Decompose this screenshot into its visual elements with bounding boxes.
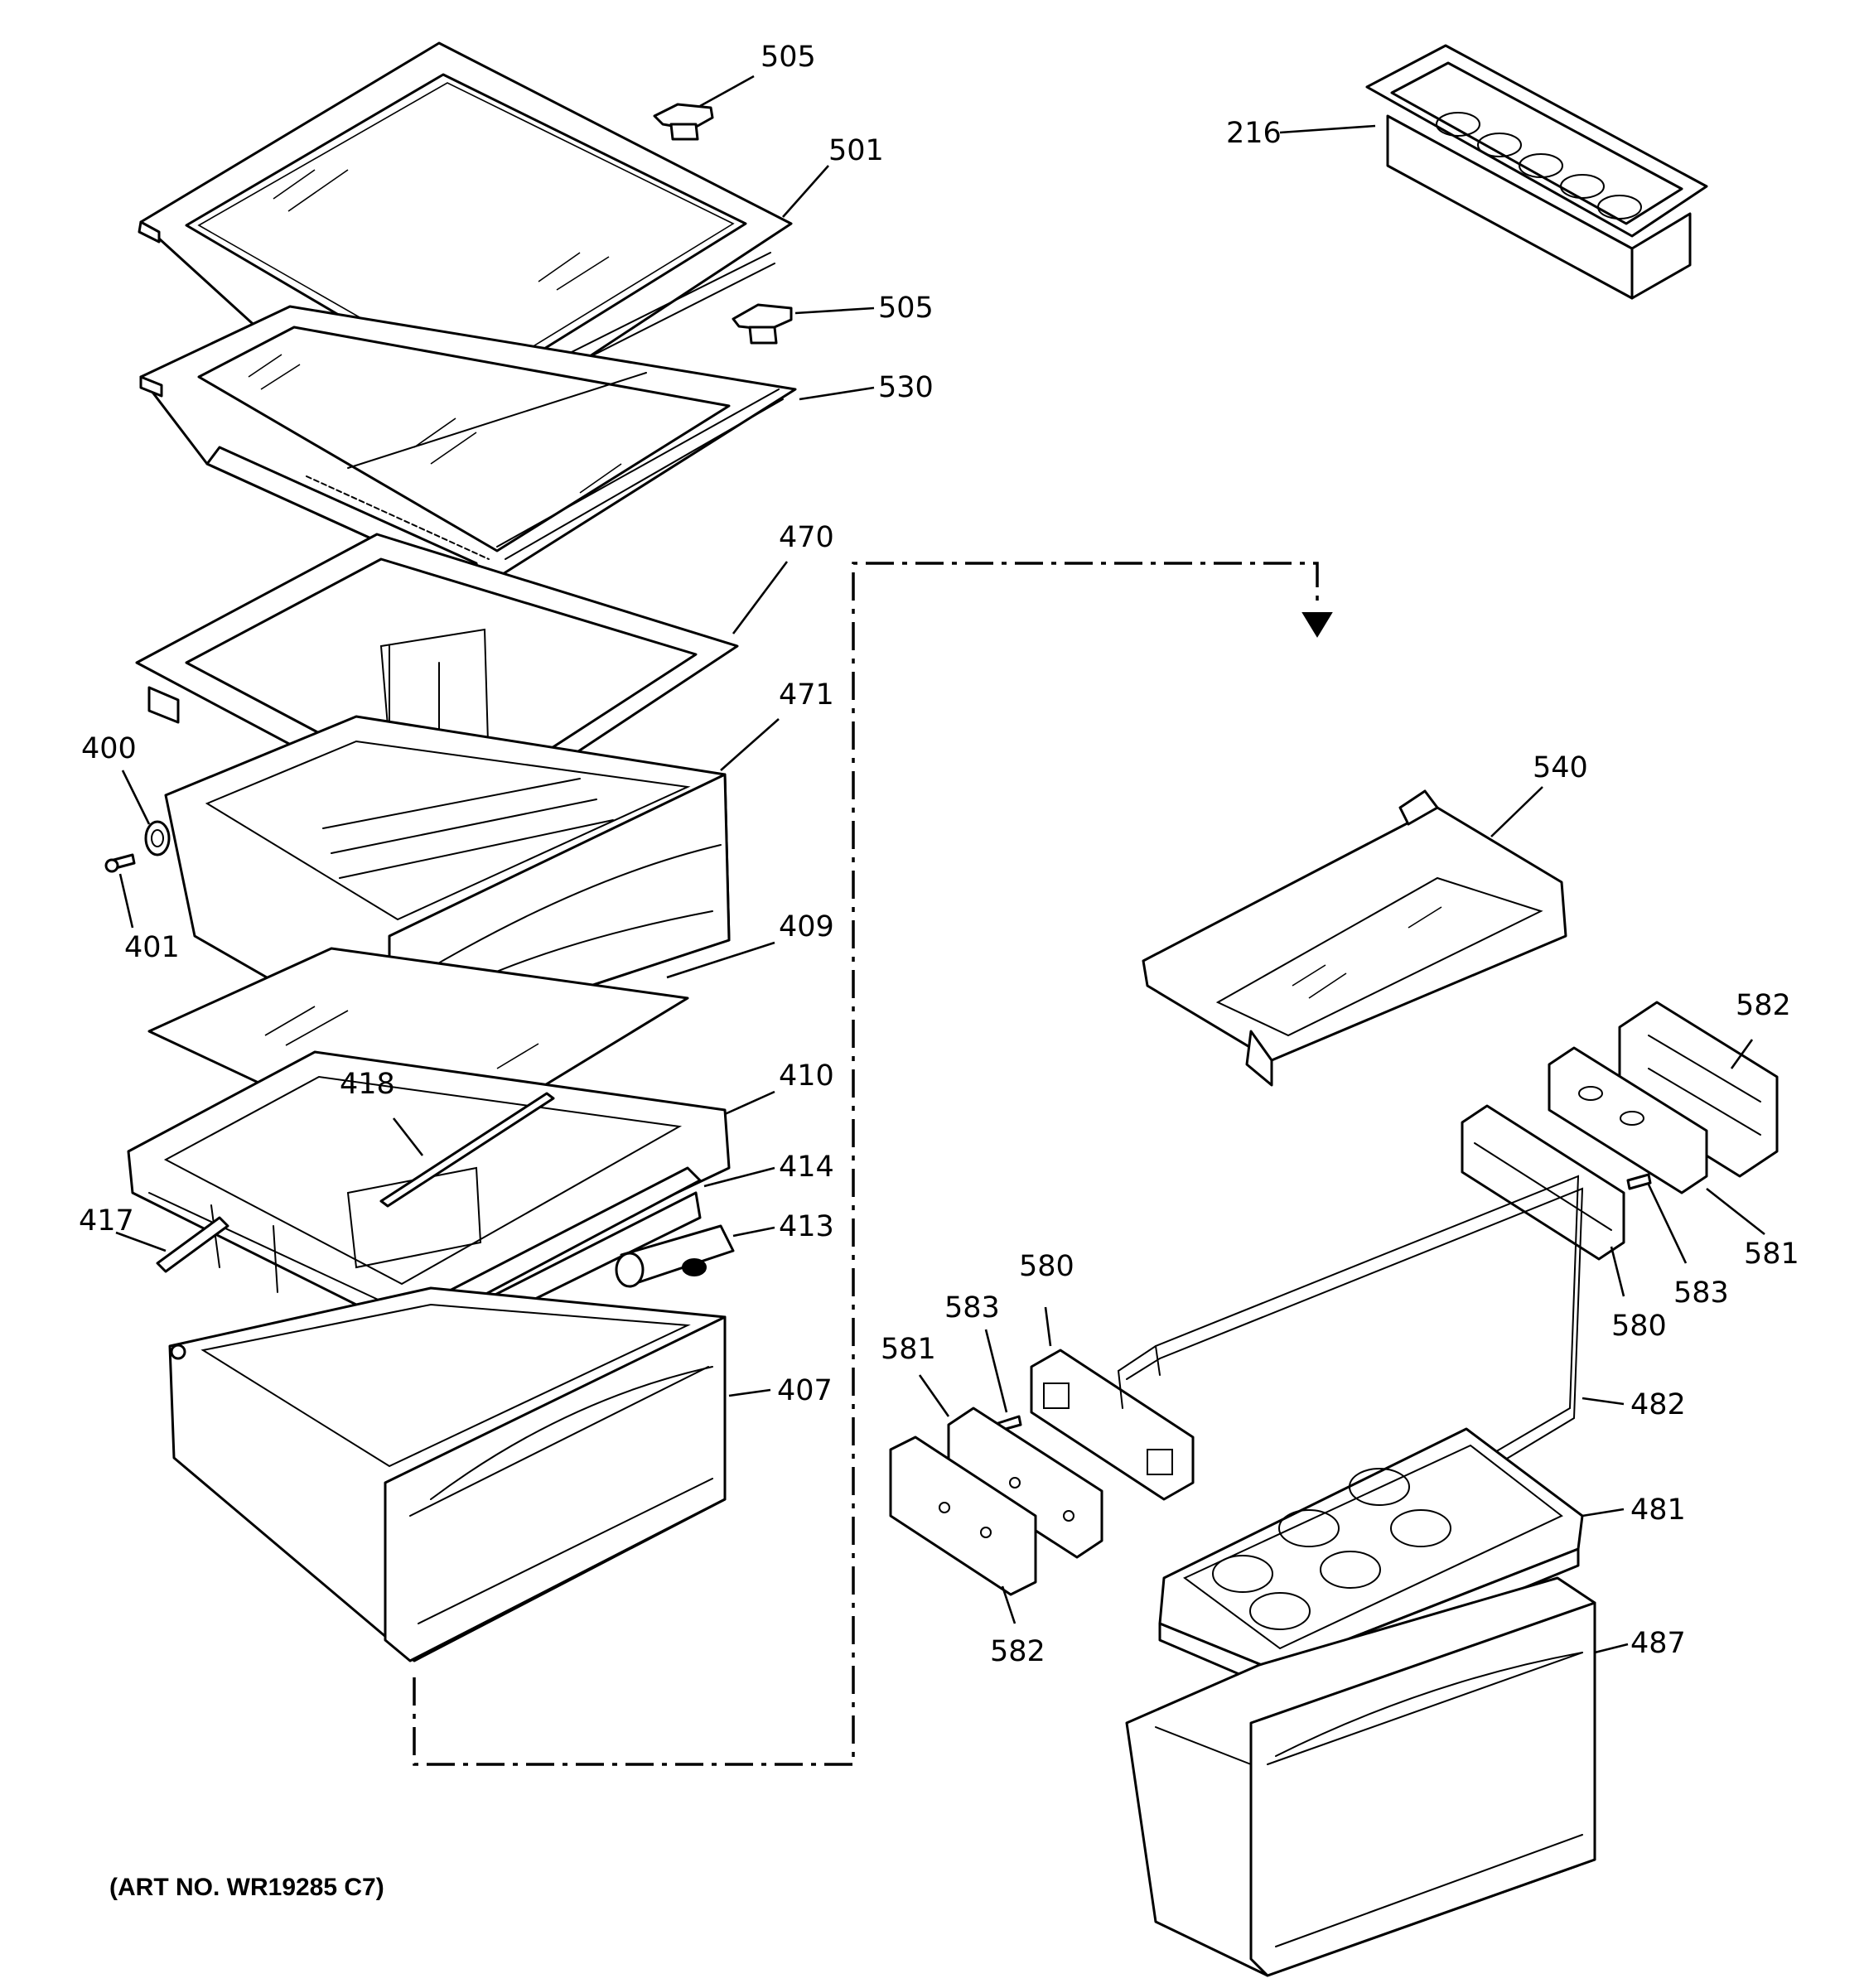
callout-505-top: 505 (761, 41, 816, 74)
callout-481: 481 (1630, 1493, 1686, 1527)
frame-410 (127, 1050, 731, 1327)
callout-540: 540 (1533, 751, 1588, 784)
callout-470: 470 (779, 521, 834, 554)
callout-581-left: 581 (881, 1333, 936, 1366)
cover-540 (1142, 789, 1567, 1087)
bin-216 (1365, 44, 1708, 300)
callout-581-right: 581 (1744, 1238, 1799, 1271)
callout-487: 487 (1630, 1627, 1686, 1660)
bracket-580-left (1030, 1349, 1195, 1501)
callout-216: 216 (1226, 117, 1282, 150)
screw-401 (104, 853, 136, 873)
leader-lines (115, 75, 1765, 1654)
callout-410: 410 (779, 1059, 834, 1093)
flow-indicator (413, 562, 1333, 1766)
callout-582-right: 582 (1736, 989, 1791, 1022)
callout-580-right: 580 (1611, 1310, 1667, 1343)
callout-482: 482 (1630, 1388, 1686, 1421)
callout-413: 413 (779, 1210, 834, 1243)
callout-505-mid: 505 (878, 292, 934, 325)
callout-501: 501 (828, 134, 884, 167)
callout-471: 471 (779, 678, 834, 712)
callout-583-right: 583 (1673, 1276, 1729, 1310)
bracket-580-right (1461, 1104, 1625, 1261)
end-cap-505-top (653, 103, 714, 141)
callout-labels: 505 501 505 530 216 470 471 400 401 409 … (79, 41, 1799, 1668)
callout-417: 417 (79, 1204, 134, 1238)
rod-418 (379, 1092, 555, 1208)
end-block-582-left (889, 1436, 1037, 1596)
callout-583-left: 583 (944, 1291, 1000, 1325)
callout-530: 530 (878, 371, 934, 404)
callout-414: 414 (779, 1151, 834, 1184)
end-cap-505-mid (732, 303, 793, 345)
knob-413 (615, 1224, 735, 1288)
art-number: (ART NO. WR19285 C7) (109, 1874, 384, 1901)
callout-407: 407 (777, 1374, 833, 1407)
down-arrow-icon (1301, 612, 1333, 638)
roller-400 (144, 820, 171, 856)
callout-400: 400 (81, 732, 137, 765)
callout-418: 418 (340, 1068, 395, 1101)
callout-409: 409 (779, 910, 834, 943)
drawer-407 (168, 1286, 727, 1662)
callout-401: 401 (124, 931, 180, 964)
screw-583-right (1626, 1173, 1652, 1190)
callout-582-left: 582 (990, 1635, 1045, 1668)
rail-417 (156, 1216, 229, 1273)
bin-487 (1125, 1576, 1596, 1977)
shelf-530 (139, 305, 797, 590)
callout-580-left: 580 (1019, 1250, 1074, 1283)
bracket-581-right (1548, 1046, 1708, 1194)
